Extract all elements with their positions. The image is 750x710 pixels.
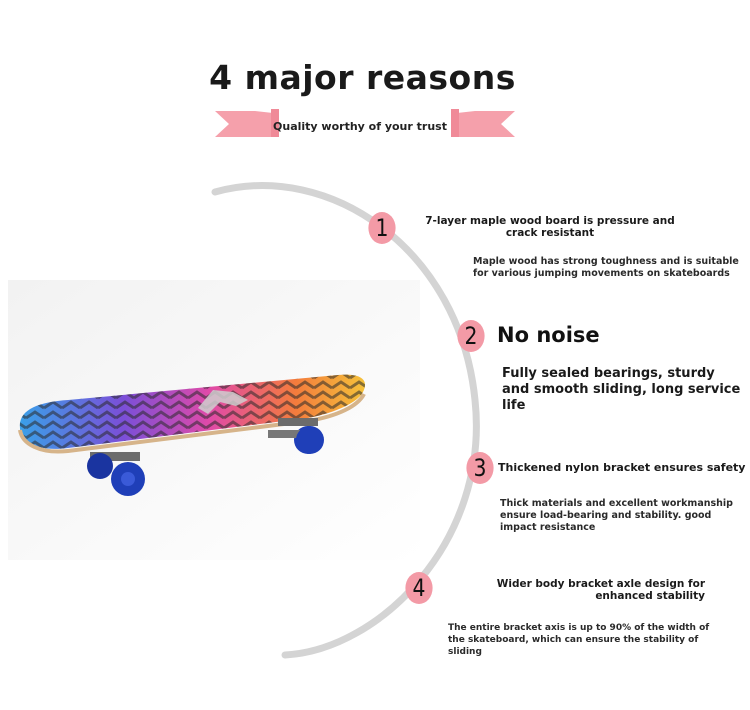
reason-1-number-badge: 1	[368, 212, 396, 244]
reason-3-number-badge: 3	[466, 452, 494, 484]
skateboard-photo	[8, 280, 420, 560]
reason-1-description: Maple wood has strong toughness and is s…	[473, 256, 739, 279]
ribbon-banner	[215, 109, 515, 137]
reason-3-heading: Thickened nylon bracket ensures safety	[498, 461, 746, 474]
reason-4-description: The entire bracket axis is up to 90% of …	[448, 623, 710, 657]
reason-1-heading: 7-layer maple wood board is pressure and…	[425, 215, 675, 239]
reason-2-description: Fully sealed bearings, sturdy and smooth…	[502, 366, 741, 413]
reason-2-heading: No noise	[497, 323, 600, 347]
page-title: 4 major reasons	[209, 58, 516, 97]
subtitle: Quality worthy of your trust	[273, 120, 447, 133]
reason-4-heading: Wider body bracket axle design for enhan…	[496, 578, 705, 602]
reason-2-number-badge: 2	[457, 320, 485, 352]
reason-4-number-badge: 4	[405, 572, 433, 604]
reason-3-description: Thick materials and excellent workmanshi…	[500, 498, 733, 533]
